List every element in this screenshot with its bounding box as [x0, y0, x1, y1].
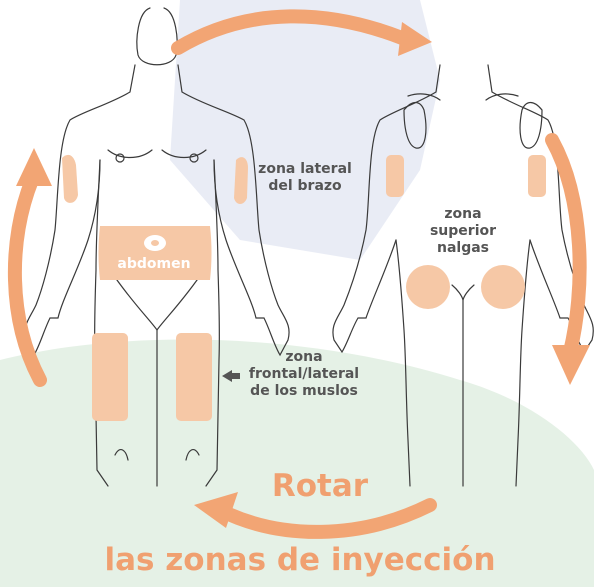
arrow-right — [545, 133, 587, 359]
front-left-arm-zone — [62, 154, 78, 203]
arrow-head-left — [16, 148, 52, 186]
arrow-top — [171, 9, 409, 55]
back-left-buttock-zone — [406, 265, 450, 309]
abdomen-zone — [98, 226, 212, 280]
thigh-zone-label: zona frontal/lateral de los muslos — [240, 349, 368, 400]
thigh-zone-label-line: frontal/lateral — [248, 366, 360, 382]
thigh-pointer-icon — [222, 370, 232, 382]
rotation-arrows — [7, 9, 587, 539]
buttocks-zone-label-line: zona — [444, 206, 482, 222]
arrow-head-top — [398, 22, 432, 56]
back-right-buttock-zone — [481, 265, 525, 309]
arrow-left — [7, 173, 47, 387]
rotate-heading: Rotar — [271, 468, 369, 504]
abdomen-zone-label: abdomen — [117, 256, 191, 272]
arm-zone-label-line: zona lateral — [258, 161, 352, 177]
arrow-head-bottom — [194, 492, 238, 528]
arm-zone-label: zona lateral del brazo — [250, 161, 360, 195]
front-right-thigh-zone — [176, 333, 212, 421]
buttocks-zone-label-line: nalgas — [436, 240, 489, 256]
thigh-zone-label-line: de los muslos — [250, 383, 358, 399]
back-right-arm-zone — [528, 155, 546, 197]
arm-zone-label-line: del brazo — [268, 178, 342, 194]
arrow-bottom — [213, 498, 437, 539]
arrow-head-right — [552, 345, 590, 385]
buttocks-zone-label-line: superior — [429, 223, 497, 239]
front-body-figure — [24, 7, 290, 487]
front-right-arm-zone — [234, 157, 248, 204]
front-left-thigh-zone — [92, 333, 128, 421]
back-left-arm-zone — [386, 155, 404, 197]
injection-sites-subtitle: las zonas de inyección — [104, 542, 496, 578]
arrow-heads — [16, 22, 590, 528]
thigh-zone-label-line: zona — [285, 349, 323, 365]
thigh-pointer-stem — [232, 373, 240, 379]
injection-zones — [62, 154, 546, 421]
buttocks-zone-label: zona superior nalgas — [420, 206, 506, 257]
navel-icon — [144, 235, 166, 251]
